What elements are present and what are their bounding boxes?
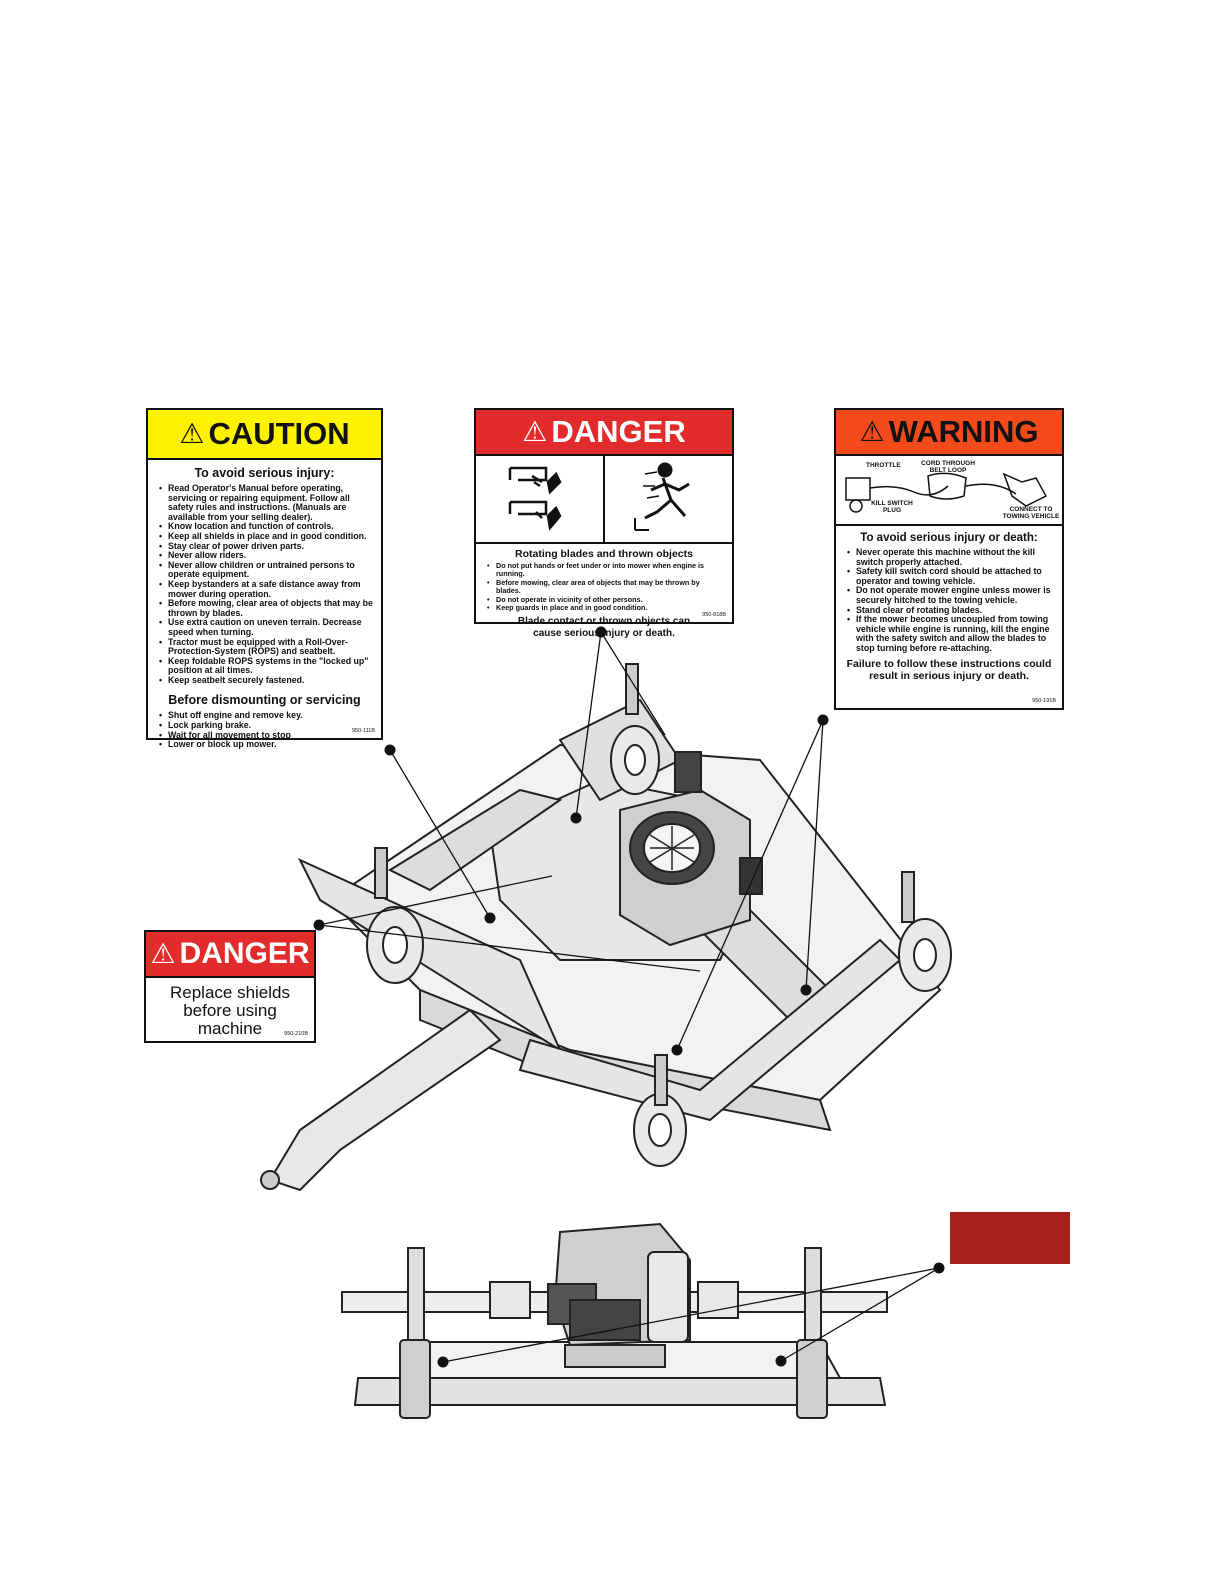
list-item: Before mowing, clear area of objects tha… <box>159 598 373 618</box>
list-item: Safety kill switch cord should be attach… <box>847 566 1054 586</box>
decal-code: 950-111B <box>351 728 375 734</box>
caution-decal: ⚠CAUTION To avoid serious injury: Read O… <box>146 408 383 749</box>
danger-blades-decal: ⚠DANGER <box>474 408 734 639</box>
danger-header: ⚠DANGER <box>146 932 314 978</box>
danger-shields-decal: ⚠DANGER Replace shields before using mac… <box>144 930 316 1043</box>
warning-footer: Failure to follow these instructions cou… <box>846 657 1052 682</box>
danger-list: Do not put hands or feet under or into m… <box>476 561 732 613</box>
list-item: Never operate this machine without the k… <box>847 547 1054 567</box>
list-item: Use extra caution on uneven terrain. Dec… <box>159 617 373 637</box>
list-item: Do not operate mower engine unless mower… <box>847 586 1054 605</box>
cord-label: CORD THROUGH BELT LOOP <box>921 460 975 474</box>
connect-label: CONNECT TO TOWING VEHICLE <box>1002 506 1060 520</box>
decal-code: 950-210B <box>284 1031 308 1037</box>
warning-list: Never operate this machine without the k… <box>836 547 1062 654</box>
warning-triangle-icon: ⚠ <box>179 418 205 449</box>
kill-switch-label: KILL SWITCH PLUG <box>871 500 913 514</box>
list-item: Read Operator's Manual before operating,… <box>159 483 373 522</box>
kill-switch-illustration <box>845 472 1048 513</box>
list-item: Keep guards in place and in good conditi… <box>487 603 724 613</box>
caution-subtitle: To avoid serious injury: <box>194 466 335 480</box>
list-item: Do not operate in vicinity of other pers… <box>487 595 724 605</box>
caution-subtitle-2: Before dismounting or servicing <box>168 693 361 708</box>
list-item: Shut off engine and remove key. <box>159 711 373 721</box>
list-item: If the mower becomes uncoupled from towi… <box>847 614 1054 653</box>
danger-footer: Blade contact or thrown objects can caus… <box>517 616 691 640</box>
list-item: Keep seatbelt securely fastened. <box>159 675 373 686</box>
pictogram-row <box>476 456 732 544</box>
warning-decal: ⚠WARNING THROTTLE CORD THROUGH BELT LOOP… <box>834 408 1064 710</box>
shields-text: Replace shields before using machine <box>169 983 290 1038</box>
warning-triangle-icon: ⚠ <box>522 416 548 447</box>
decal-code: 950-818B <box>702 612 726 618</box>
kill-switch-diagram: THROTTLE CORD THROUGH BELT LOOP KILL SWI… <box>836 456 1062 526</box>
list-item: Tractor must be equipped with a Roll-Ove… <box>159 637 373 657</box>
warning-triangle-icon: ⚠ <box>859 416 885 447</box>
caution-header: ⚠CAUTION <box>148 410 381 460</box>
list-item: Keep bystanders at a safe distance away … <box>159 579 373 599</box>
list-item: Lower or block up mower. <box>159 740 373 750</box>
warning-triangle-icon: ⚠ <box>150 938 176 969</box>
list-item: Keep all shields in place and in good co… <box>159 531 373 542</box>
list-item: Never allow children or untrained person… <box>159 560 373 580</box>
list-item: Stand clear of rotating blades. <box>847 605 1054 616</box>
list-item: Know location and function of controls. <box>159 522 373 532</box>
list-item: Do not put hands or feet under or into m… <box>487 561 724 579</box>
warning-subtitle: To avoid serious injury or death: <box>860 532 1038 544</box>
blade-foot-icon <box>508 466 562 531</box>
danger-header: ⚠DANGER <box>476 410 732 456</box>
list-item: Keep foldable ROPS systems in the "locke… <box>159 656 373 676</box>
danger-subtitle: Rotating blades and thrown objects <box>515 548 693 560</box>
list-item: Stay clear of power driven parts. <box>159 541 373 552</box>
warning-header: ⚠WARNING <box>836 410 1062 456</box>
list-item: Before mowing, clear area of objects tha… <box>487 578 724 596</box>
throttle-label: THROTTLE <box>866 462 901 469</box>
list-item: Wait for all movement to stop <box>159 730 373 741</box>
foot-under-deck-pictogram <box>476 456 603 542</box>
list-item: Never allow riders. <box>159 551 373 561</box>
caution-list-2: Shut off engine and remove key. Lock par… <box>148 711 381 750</box>
running-person-icon <box>634 462 690 531</box>
decal-code: 950-191B <box>1032 698 1056 704</box>
list-item: Lock parking brake. <box>159 720 373 731</box>
red-color-swatch <box>950 1212 1070 1264</box>
thrown-objects-pictogram <box>603 456 732 542</box>
caution-list: Read Operator's Manual before operating,… <box>148 483 381 686</box>
